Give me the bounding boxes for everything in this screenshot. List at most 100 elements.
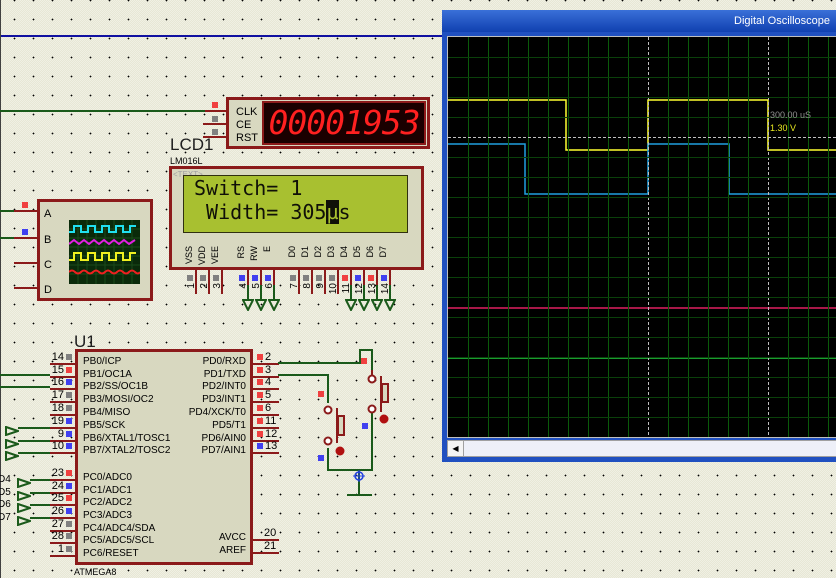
mcu-pin-number: 16 <box>51 376 64 388</box>
lcd-pin-lead <box>247 270 249 285</box>
oscilloscope-scrollbar[interactable]: ◀ <box>447 440 836 457</box>
mcu-pin-lead <box>253 539 279 541</box>
lcd-pin-number: 10 <box>328 283 339 295</box>
net-label: D7 <box>0 512 11 523</box>
counter-pin-clk: CLK <box>236 106 258 118</box>
lcd-pin-number: 2 <box>199 283 210 289</box>
oscilloscope-symbol[interactable]: A B C D <box>37 199 153 301</box>
mcu-pin-name: PC1/ADC1 <box>83 485 132 496</box>
grid-line <box>448 357 836 358</box>
mcu-pin-number: 26 <box>51 505 64 517</box>
mcu-pin-name: PB2/SS/OC1B <box>83 381 149 392</box>
lcd-pin-name: E <box>262 246 272 253</box>
pin-state-indicator <box>200 275 206 281</box>
ground-wire <box>389 285 391 299</box>
grid-line <box>448 257 836 258</box>
lcd-pin-name: D3 <box>326 246 336 258</box>
lcd-pin-name: RW <box>249 246 259 261</box>
scope-channel-d: D <box>44 284 52 296</box>
mcu-pin-number: 25 <box>51 492 64 504</box>
scope-d-pin <box>14 287 38 289</box>
lcd-pin-name: D0 <box>287 246 297 258</box>
grid-line <box>448 77 836 78</box>
pin-state-indicator <box>212 102 218 108</box>
scope-channel-a: A <box>44 208 52 220</box>
pin-state-indicator <box>66 354 72 360</box>
mcu-pin-name: PB0/ICP <box>83 356 122 367</box>
mcu-pin-lead <box>50 492 76 494</box>
ground-terminal-icon <box>344 298 358 313</box>
mcu-pin-number: 5 <box>265 389 272 401</box>
scope-b-pin <box>14 237 38 239</box>
pin-state-indicator <box>22 202 28 208</box>
pin-state-indicator <box>66 546 72 552</box>
lcd-pin-name: D6 <box>365 246 375 258</box>
mcu-pin-name: PD6/AIN0 <box>201 433 246 444</box>
lcd-pin-name: RS <box>236 246 246 259</box>
lcd-pin-number: 1 <box>186 283 197 289</box>
pin-state-indicator <box>66 508 72 514</box>
grid-line <box>448 197 836 198</box>
mcu-pin-name: PD0/RXD <box>202 356 246 367</box>
lcd-pin-lead <box>350 270 352 285</box>
pin-state-indicator <box>213 275 219 281</box>
switch-2[interactable] <box>326 402 346 444</box>
mcu-pin-number: 6 <box>265 402 272 414</box>
mcu-pin-lead <box>50 504 76 506</box>
mcu-pin-name: PB3/MOSI/OC2 <box>83 394 154 405</box>
lcd-pin-number: 7 <box>289 283 300 289</box>
ground-wire <box>260 285 262 299</box>
grid-line <box>448 237 836 238</box>
grid-line <box>448 297 836 298</box>
mcu-pin-name: PB5/SCK <box>83 420 126 431</box>
pin-state-indicator <box>66 443 72 449</box>
terminal-icon <box>17 475 34 489</box>
pin-state-indicator <box>290 275 296 281</box>
switch-circuit <box>278 349 389 496</box>
ground-wire <box>376 285 378 299</box>
pin-state-indicator <box>257 354 263 360</box>
mcu-pin-lead <box>50 414 76 416</box>
mcu-pin-lead <box>253 552 279 554</box>
center-line <box>448 137 836 138</box>
mcu-pin-name: PD7/AIN1 <box>201 445 246 456</box>
mcu-pin-number: 23 <box>51 467 64 479</box>
lcd-pin-name: VEE <box>210 246 220 265</box>
ground-terminal-icon <box>241 298 255 313</box>
terminal-icon <box>17 488 34 502</box>
scope-symbol-screen-icon <box>69 220 140 284</box>
scroll-left-button[interactable]: ◀ <box>448 441 464 456</box>
lcd-pin-number: 3 <box>212 283 223 289</box>
mcu-pin-number: 14 <box>51 351 64 363</box>
mcu-ref-label: U1 <box>74 332 96 351</box>
pin-state-indicator <box>368 275 374 281</box>
pin-state-indicator <box>66 367 72 373</box>
pin-state-indicator <box>66 405 72 411</box>
lcd-line-2-text: Width= 305 <box>194 200 327 224</box>
grid-line <box>448 97 836 98</box>
mcu-pin-name: PD1/TXD <box>203 369 246 380</box>
oscilloscope-title-bar[interactable]: Digital Oscilloscope <box>442 10 836 32</box>
mcu-pin-name: PB1/OC1A <box>83 369 132 380</box>
lcd-line-2: Width= 305µs <box>194 200 407 224</box>
mcu-pin-lead <box>50 363 76 365</box>
mcu-pin-lead <box>50 440 76 442</box>
pin-state-indicator <box>381 275 387 281</box>
lcd-pin-lead <box>195 270 197 294</box>
switch-1[interactable] <box>370 370 390 412</box>
mcu-pin-lead <box>50 517 76 519</box>
scope-channel-c: C <box>44 259 52 271</box>
terminal-icon <box>5 436 22 450</box>
mcu-pin-number: 18 <box>51 402 64 414</box>
lcd-pin-name: VSS <box>184 246 194 265</box>
arrow-left-icon: ◀ <box>452 444 459 453</box>
pin-state-indicator <box>212 116 218 122</box>
lcd-pin-lead <box>273 270 275 285</box>
counter-pin-ce: CE <box>236 119 252 131</box>
mcu-pin-number: 1 <box>57 543 64 555</box>
atmega8-chip[interactable] <box>75 349 253 565</box>
mcu-pin-number: 15 <box>51 364 64 376</box>
pin-state-indicator <box>257 379 263 385</box>
